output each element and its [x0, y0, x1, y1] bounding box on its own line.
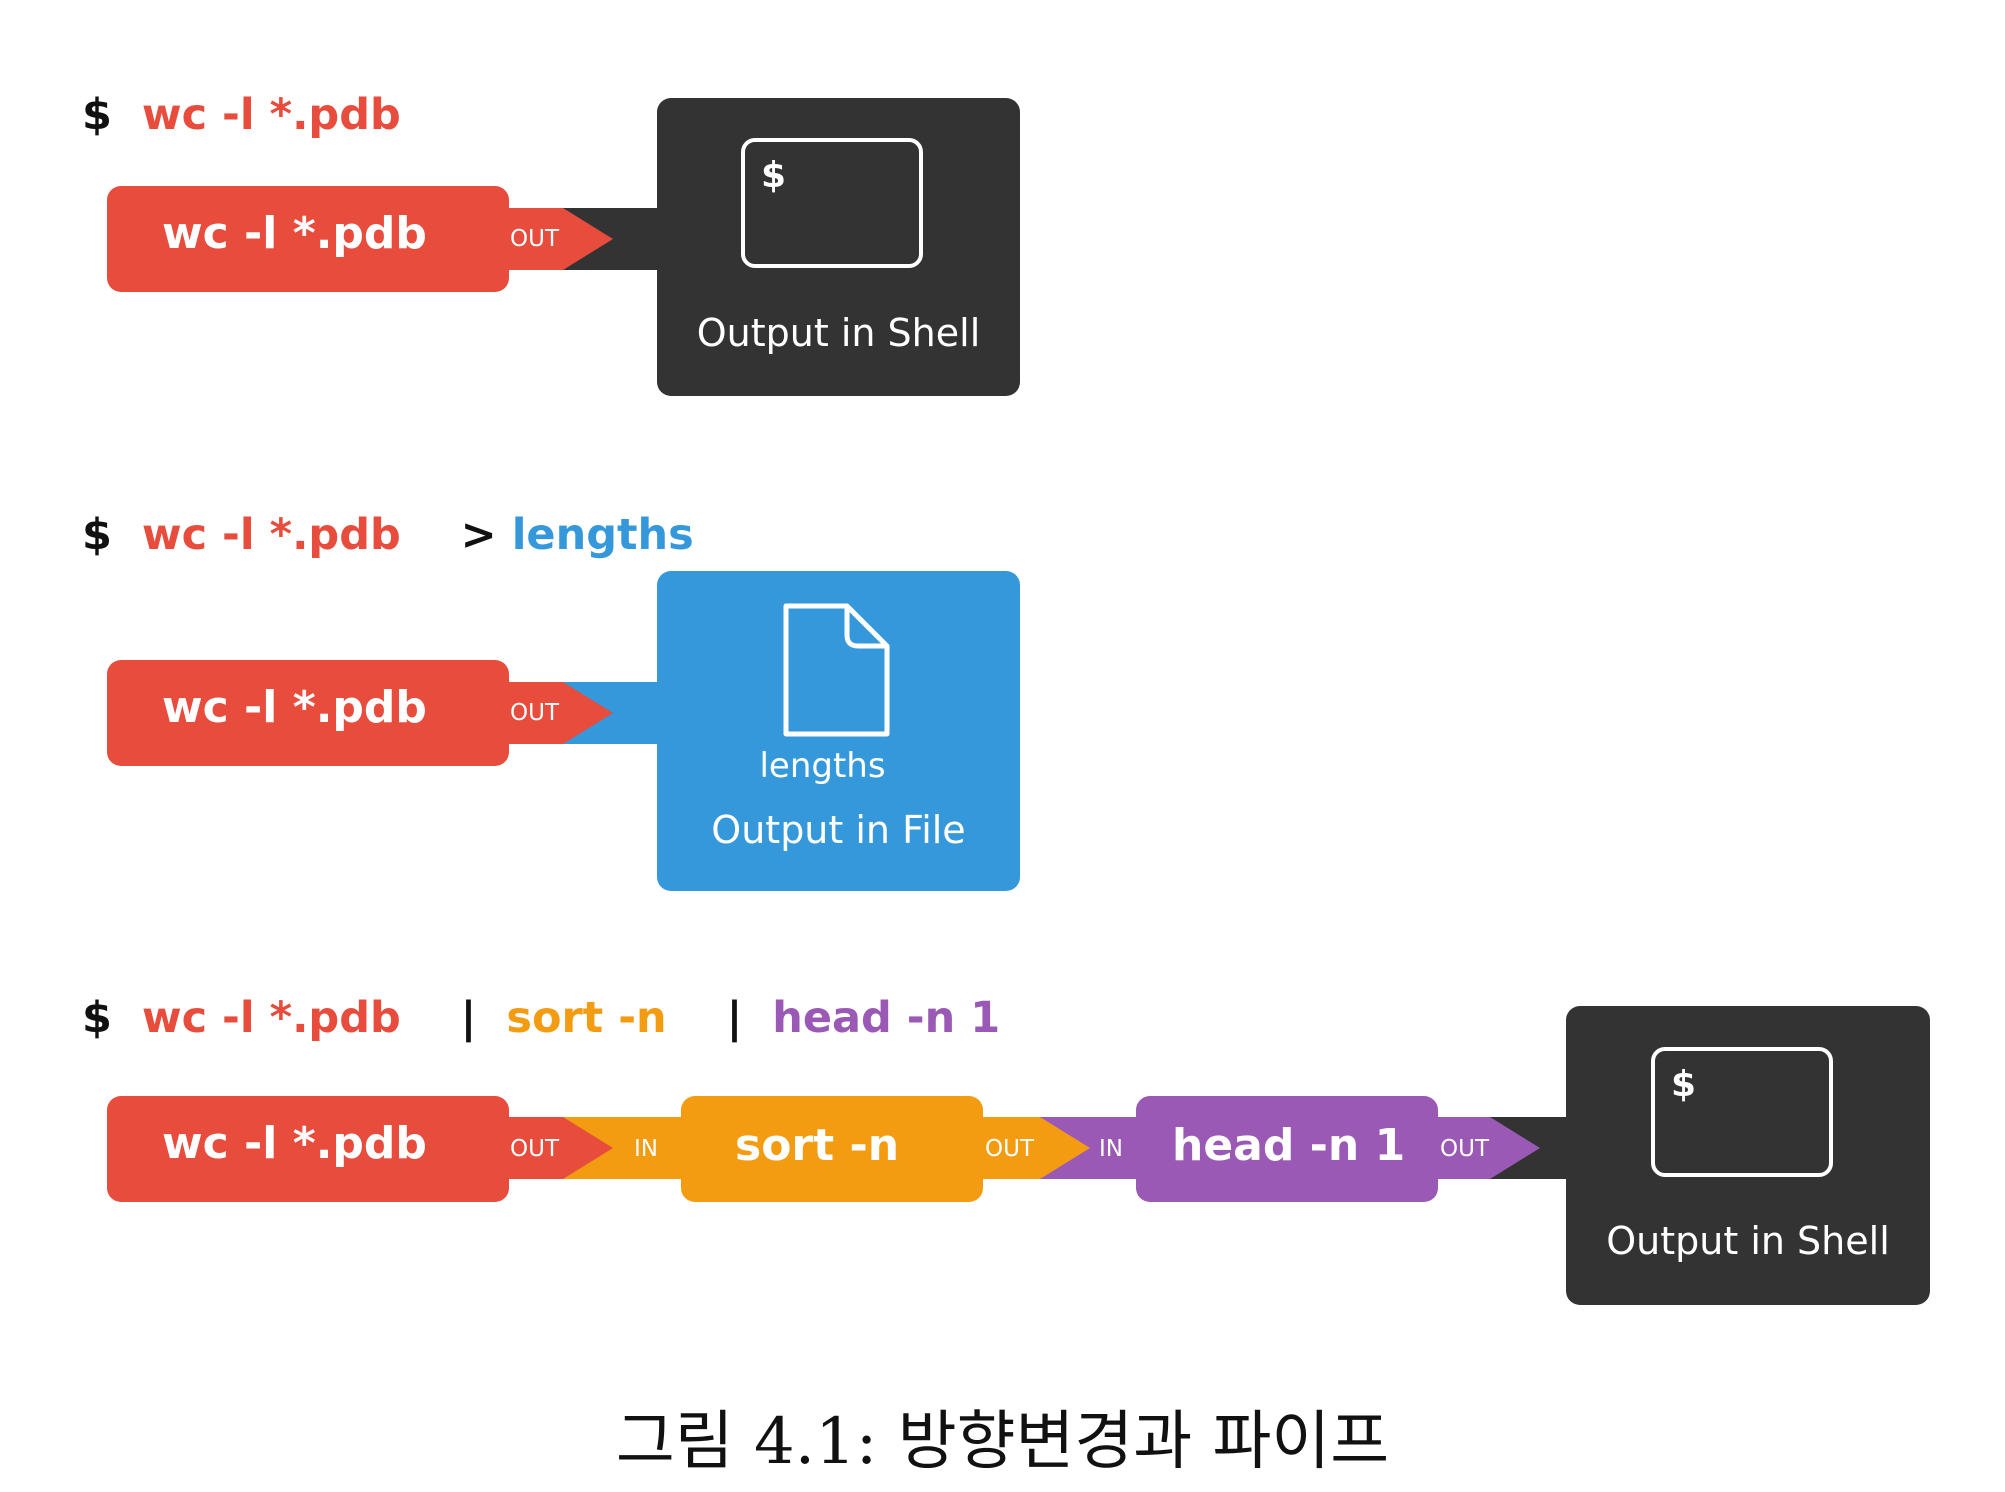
- document-icon: [783, 603, 890, 737]
- row2-out-arrow: [505, 682, 613, 744]
- row3-sort-in-label: IN: [634, 1136, 658, 1162]
- row3-head-block: head -n 1: [1136, 1096, 1438, 1202]
- row3-head-out-label: OUT: [1440, 1136, 1489, 1162]
- row3-sort-block: sort -n: [681, 1096, 983, 1202]
- row3-command-line: $ wc -l *.pdb | sort -n | head -n 1: [82, 997, 1000, 1040]
- row3-sort-command: sort -n: [506, 993, 667, 1043]
- row1-wc-block: wc -l *.pdb: [107, 186, 509, 292]
- row2-wc-block-label: wc -l *.pdb: [162, 682, 427, 733]
- file-name: lengths: [759, 746, 886, 786]
- row1-command-line: $ wc -l *.pdb: [82, 94, 401, 137]
- row3-command: wc -l *.pdb: [141, 993, 401, 1043]
- row2-command: wc -l *.pdb: [141, 510, 401, 560]
- figure-caption: 그림 4.1: 방향변경과 파이프: [615, 1405, 1390, 1479]
- row1-out-arrow: [505, 208, 613, 270]
- redirect-operator: >: [460, 510, 497, 560]
- row1-out-label: OUT: [510, 226, 559, 252]
- row3-sort-block-label: sort -n: [735, 1120, 900, 1171]
- row3-wc-block: wc -l *.pdb: [107, 1096, 509, 1202]
- redirect-target: lengths: [511, 510, 694, 560]
- row3-head-block-label: head -n 1: [1172, 1120, 1406, 1171]
- row2-command-line: $ wc -l *.pdb > lengths: [82, 514, 694, 557]
- row1-command: wc -l *.pdb: [141, 90, 401, 140]
- row3-head-out-arrow: [1430, 1117, 1540, 1179]
- row3-wc-block-label: wc -l *.pdb: [162, 1118, 427, 1169]
- row3-wc-out-label: OUT: [510, 1136, 559, 1162]
- pipe-operator-1: |: [460, 993, 477, 1043]
- prompt-symbol: $: [82, 90, 112, 140]
- terminal-icon: $: [741, 138, 923, 268]
- row3-shell-panel: $ Output in Shell: [1566, 1006, 1930, 1305]
- row3-sort-out-arrow: [980, 1117, 1090, 1179]
- row2-panel-label: Output in File: [711, 808, 966, 852]
- row1-shell-panel: $ Output in Shell: [657, 98, 1020, 396]
- terminal-prompt: $: [1671, 1064, 1697, 1105]
- row3-head-command: head -n 1: [772, 993, 1001, 1043]
- row3-wc-out-arrow: [505, 1117, 613, 1179]
- row2-wc-block: wc -l *.pdb: [107, 660, 509, 766]
- terminal-prompt: $: [761, 155, 787, 196]
- row1-wc-block-label: wc -l *.pdb: [162, 208, 427, 259]
- row2-file-panel: lengths Output in File: [657, 571, 1020, 891]
- prompt-symbol: $: [82, 993, 112, 1043]
- row2-out-label: OUT: [510, 700, 559, 726]
- row3-sort-out-label: OUT: [985, 1136, 1034, 1162]
- prompt-symbol: $: [82, 510, 112, 560]
- terminal-icon: $: [1651, 1047, 1833, 1177]
- row3-panel-label: Output in Shell: [1606, 1219, 1890, 1263]
- row1-panel-label: Output in Shell: [696, 311, 981, 355]
- pipe-operator-2: |: [726, 993, 743, 1043]
- row3-head-in-label: IN: [1099, 1136, 1123, 1162]
